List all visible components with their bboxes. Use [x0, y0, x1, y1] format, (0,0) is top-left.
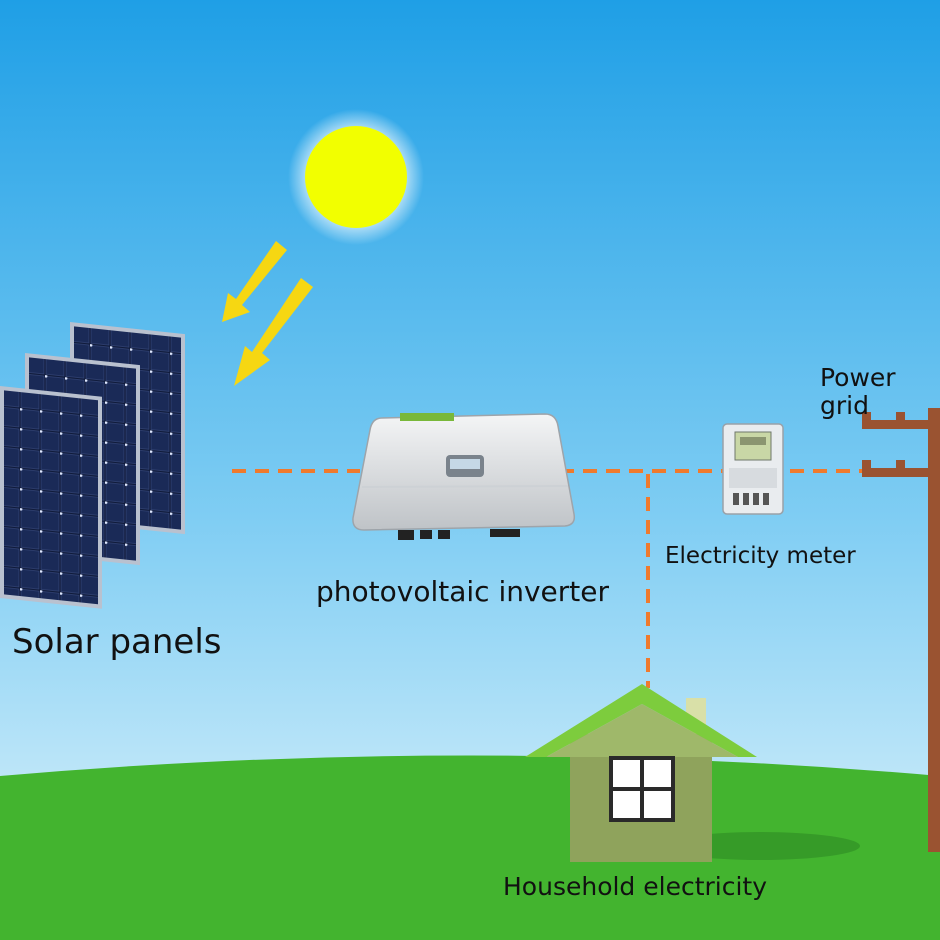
power-wire [232, 469, 878, 688]
solar-panels-label: Solar panels [12, 622, 222, 662]
power-grid-label-line1: Power [820, 363, 896, 392]
inverter-icon [352, 413, 576, 540]
sun-icon [288, 109, 424, 245]
household-electricity-label: Household electricity [503, 872, 768, 901]
inverter-label: photovoltaic inverter [316, 575, 610, 608]
house-icon [525, 684, 860, 862]
sunray-arrow-icon [222, 241, 313, 386]
power-grid-label: Power grid [820, 364, 896, 420]
power-grid-label-line2: grid [820, 391, 869, 420]
electricity-meter-label: Electricity meter [665, 543, 856, 569]
utility-pole-icon [862, 408, 940, 852]
solar-panel-icon [0, 322, 185, 609]
electricity-meter-icon [722, 423, 784, 515]
